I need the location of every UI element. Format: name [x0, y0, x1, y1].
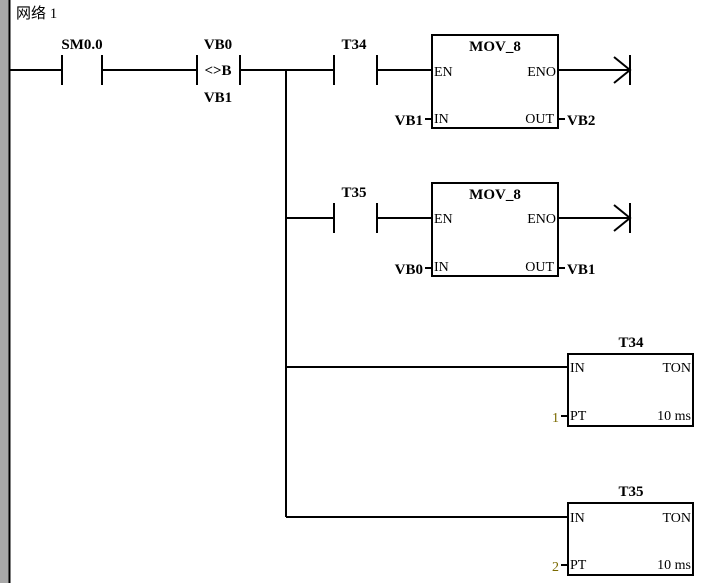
timer-t35-resolution: 10 ms	[657, 558, 691, 573]
contact-t34-label: T34	[341, 37, 367, 53]
output-arrow-2-icon	[613, 203, 632, 233]
mov-block-2-out: OUT	[525, 260, 554, 275]
mov-block-1[interactable]: MOV_8 EN ENO IN OUT VB1 VB2	[395, 34, 596, 129]
contact-sm00[interactable]: SM0.0	[61, 37, 103, 85]
timer-t35-pt: PT	[570, 558, 587, 573]
timer-t34-resolution: 10 ms	[657, 409, 691, 424]
mov-block-1-en: EN	[434, 65, 453, 80]
mov-block-1-eno: ENO	[527, 65, 556, 80]
timer-t35-in: IN	[570, 511, 585, 526]
timer-t34-name: T34	[618, 335, 644, 351]
mov-block-2-out-value: VB1	[567, 262, 595, 278]
timer-t34-type: TON	[662, 361, 691, 376]
compare-top-operand: VB0	[204, 37, 232, 53]
power-rail-shadow	[0, 0, 9, 583]
mov-block-1-out-value: VB2	[567, 113, 595, 129]
output-arrow-1-icon	[613, 55, 632, 85]
timer-t35[interactable]: T35 IN TON PT 10 ms 2	[552, 484, 694, 576]
compare-bottom-operand: VB1	[204, 90, 232, 106]
mov-block-2-in-value: VB0	[395, 262, 423, 278]
mov-block-2-in: IN	[434, 260, 449, 275]
timer-t34-pt-value: 1	[552, 411, 559, 426]
timer-t35-pt-value: 2	[552, 560, 559, 575]
contact-t34[interactable]: T34	[333, 37, 378, 85]
mov-block-2-title: MOV_8	[469, 187, 521, 203]
rung-wires	[10, 69, 630, 518]
compare-contact[interactable]: VB0 <>B VB1	[196, 37, 241, 106]
mov-block-1-in-value: VB1	[395, 113, 423, 129]
compare-operator: <>B	[204, 63, 231, 79]
mov-block-1-in: IN	[434, 112, 449, 127]
network-title: 网络 1	[16, 5, 57, 22]
timer-t34[interactable]: T34 IN TON PT 10 ms 1	[552, 335, 694, 427]
mov-block-1-out: OUT	[525, 112, 554, 127]
timer-t35-type: TON	[662, 511, 691, 526]
contact-sm00-label: SM0.0	[61, 37, 102, 53]
timer-t34-pt: PT	[570, 409, 587, 424]
mov-block-1-title: MOV_8	[469, 39, 521, 55]
timer-t35-name: T35	[618, 484, 643, 500]
mov-block-2-en: EN	[434, 212, 453, 227]
mov-block-2[interactable]: MOV_8 EN ENO IN OUT VB0 VB1	[395, 182, 596, 278]
contact-t35[interactable]: T35	[333, 185, 378, 233]
mov-block-2-eno: ENO	[527, 212, 556, 227]
timer-t34-in: IN	[570, 361, 585, 376]
contact-t35-label: T35	[341, 185, 366, 201]
